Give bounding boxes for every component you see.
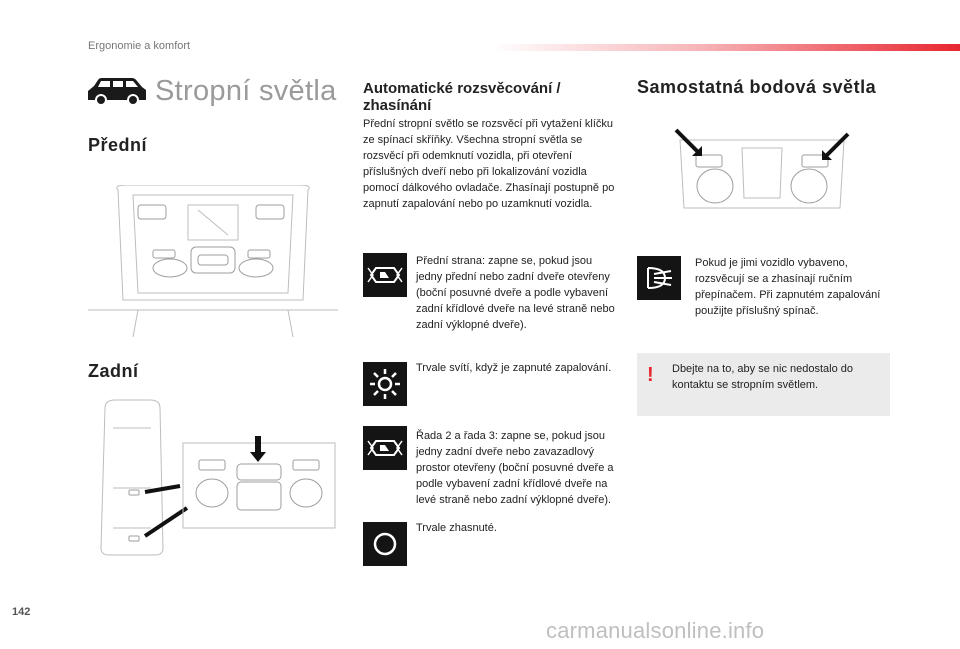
- spot-description: Pokud je jimi vozidlo vybaveno, rozsvěcu…: [695, 257, 881, 317]
- mode-off-icon-box: [363, 522, 407, 566]
- mode-door-rear-text: Řada 2 a řada 3: zapne se, pokud jsou je…: [416, 430, 614, 506]
- spotlight-icon-box: [637, 256, 681, 300]
- door-light-icon: [367, 440, 403, 456]
- auto-description: Přední stropní světlo se rozsvěcí při vy…: [363, 118, 615, 210]
- mode-door-rear-icon-box: [363, 426, 407, 470]
- header-section: Ergonomie a komfort: [88, 40, 191, 52]
- front-ceiling-light-illustration: [88, 185, 338, 338]
- mode-door-front-icon-box: [363, 253, 407, 297]
- rear-ceiling-light-illustration: [100, 399, 336, 556]
- mode-door-front-text: Přední strana: zapne se, pokud jsou jedn…: [416, 255, 615, 331]
- warning-note-box: [637, 353, 890, 416]
- mode-on-text: Trvale svítí, když je zapnuté zapalování…: [416, 362, 612, 374]
- auto-section-title: Automatické rozsvěcování / zhasínání: [363, 80, 561, 114]
- watermark: carmanualsonline.info: [546, 618, 765, 643]
- mode-off-text: Trvale zhasnuté.: [416, 522, 497, 534]
- page-title: Stropní světla: [155, 75, 337, 107]
- spot-section-title: Samostatná bodová světla: [637, 77, 877, 97]
- front-section-title: Přední: [88, 135, 148, 155]
- page-number: 142: [12, 606, 31, 618]
- sun-light-icon: [370, 369, 400, 399]
- warning-icon: !: [647, 364, 654, 386]
- spotlights-illustration: [674, 128, 850, 209]
- warning-note-text: Dbejte na to, aby se nic nedostalo do ko…: [672, 363, 854, 391]
- header-accent-bar: [490, 44, 960, 51]
- door-light-icon: [367, 267, 403, 283]
- spotlight-icon: [647, 267, 672, 289]
- rear-section-title: Zadní: [88, 361, 139, 381]
- car-icon: [88, 78, 146, 106]
- off-circle-icon: [373, 532, 397, 556]
- mode-on-icon-box: [363, 362, 407, 406]
